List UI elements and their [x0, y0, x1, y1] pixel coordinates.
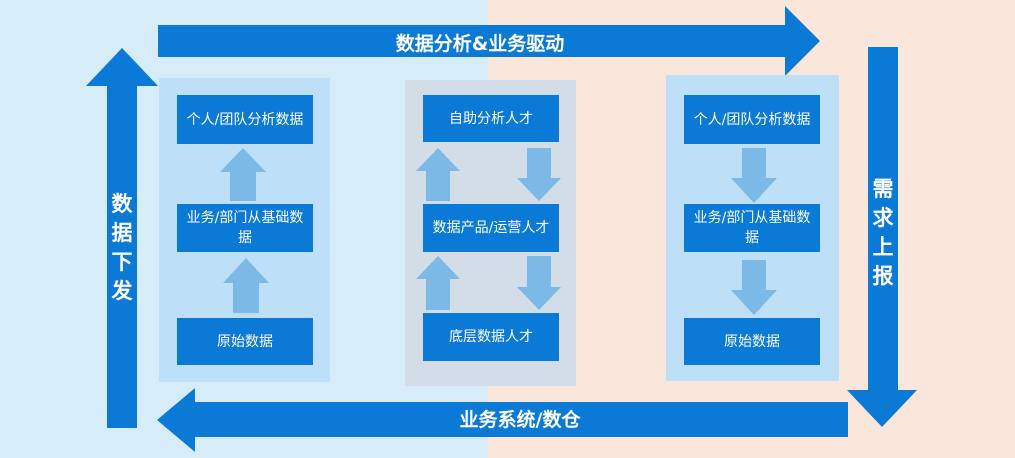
left-up-arrow-2 — [223, 258, 269, 313]
middle-middle-box: 数据产品/运营人才 — [423, 204, 559, 252]
middle-down-arrow-2 — [517, 256, 561, 310]
left-arrow-shape — [86, 48, 158, 428]
right-down-arrow-2 — [731, 260, 777, 315]
middle-top-box: 自助分析人才 — [423, 95, 559, 142]
right-arrow-shape — [847, 47, 917, 427]
right-arrow-label: 需求上报 — [872, 177, 894, 288]
left-arrow-label: 数据下发 — [111, 192, 133, 303]
right-middle-box: 业务/部门从基础数据 — [684, 204, 820, 252]
middle-bottom-box: 底层数据人才 — [423, 313, 559, 361]
left-bottom-box: 原始数据 — [177, 318, 313, 365]
middle-up-arrow-2 — [416, 256, 460, 310]
left-top-box: 个人/团队分析数据 — [177, 95, 313, 144]
bottom-arrow-label: 业务系统/数仓 — [459, 409, 581, 431]
left-up-arrow-1 — [220, 148, 266, 201]
top-arrow-shape — [158, 6, 820, 76]
right-down-arrow-1 — [731, 148, 777, 203]
left-middle-box: 业务/部门从基础数据 — [177, 204, 313, 252]
middle-up-arrow-1 — [416, 148, 460, 201]
right-top-box: 个人/团队分析数据 — [684, 95, 820, 144]
top-arrow-label: 数据分析&业务驱动 — [395, 33, 565, 55]
bottom-arrow-shape — [157, 388, 848, 452]
middle-down-arrow-1 — [517, 148, 561, 201]
right-bottom-box: 原始数据 — [684, 318, 820, 365]
